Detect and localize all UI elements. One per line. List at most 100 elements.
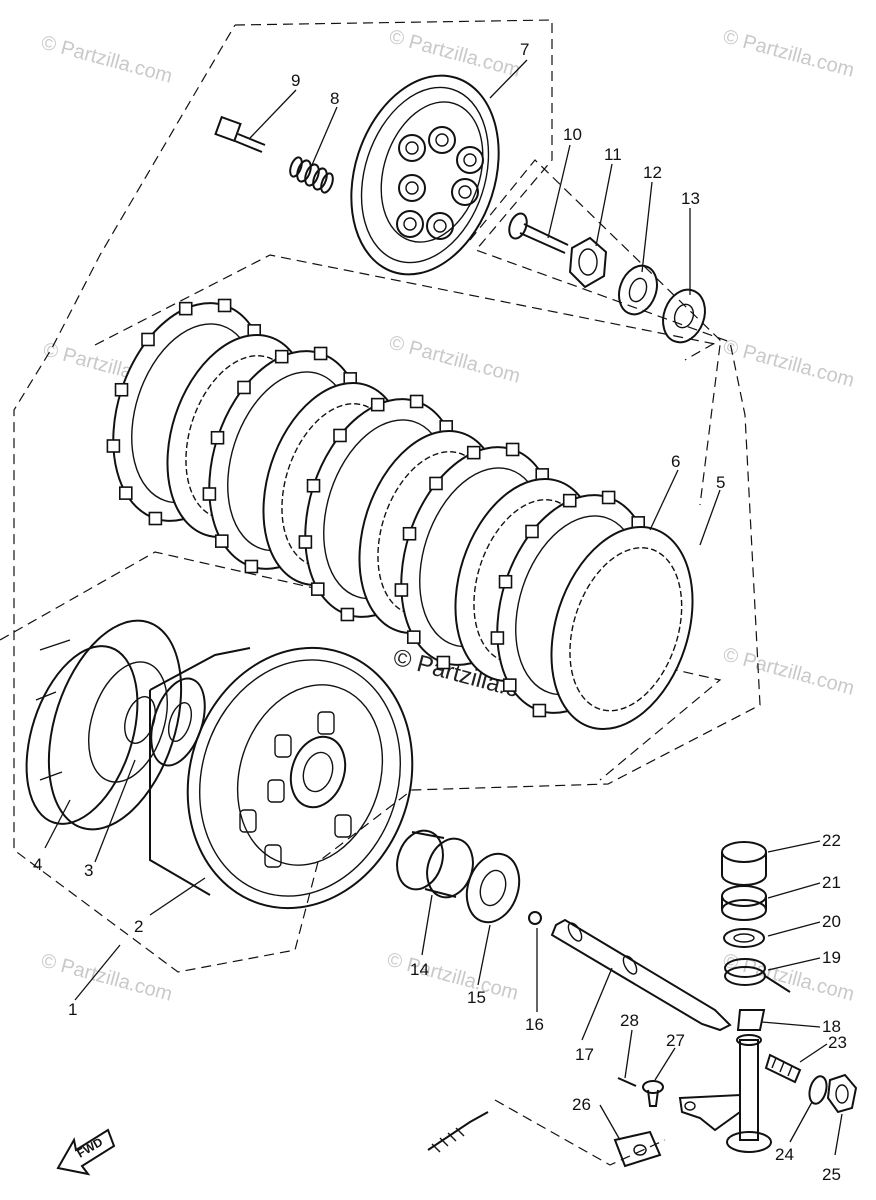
bearing-part-22 <box>721 841 767 886</box>
callout-26: 26 <box>572 1095 591 1114</box>
spring-adjust-bolt <box>427 1111 489 1153</box>
plate-tab <box>333 428 347 443</box>
callout-23: 23 <box>828 1033 847 1052</box>
plate-tab <box>178 301 193 316</box>
callout-14: 14 <box>410 960 429 979</box>
plate-tab <box>502 678 517 692</box>
plate-tab <box>532 703 547 718</box>
plate-tab <box>118 486 133 500</box>
watermark: © Partzilla.com <box>39 950 175 1006</box>
watermark: © Partzilla.com <box>721 26 857 82</box>
plate-tab <box>402 526 417 541</box>
adjust-screw-part-23 <box>764 1053 802 1084</box>
plate-tab <box>436 655 451 670</box>
watermark: © Partzilla.com <box>385 949 521 1005</box>
push-rod-part-10 <box>508 212 569 254</box>
callout-27: 27 <box>666 1031 685 1050</box>
callout-19: 19 <box>822 948 841 967</box>
plate-tab <box>202 487 217 501</box>
callout-20: 20 <box>822 912 841 931</box>
callout-24: 24 <box>775 1145 794 1164</box>
spring-part-19 <box>724 958 791 993</box>
plate-tab <box>340 607 355 622</box>
rivet-part-27 <box>642 1080 664 1107</box>
plate-tab <box>244 559 259 574</box>
callout-11: 11 <box>604 145 622 164</box>
callout-17: 17 <box>575 1045 594 1064</box>
spring-part-8 <box>289 156 334 194</box>
callout-28: 28 <box>620 1011 639 1030</box>
nut-part-11 <box>568 236 608 289</box>
washer-part-15 <box>465 852 521 924</box>
washer-part-13 <box>662 288 706 344</box>
outline-plates <box>94 254 721 506</box>
bolt-part-9 <box>214 115 266 153</box>
callout-4: 4 <box>33 855 42 874</box>
callout-18: 18 <box>822 1017 841 1036</box>
plate-tab <box>525 524 539 539</box>
push-rod-part-17 <box>550 918 732 1032</box>
pin-part-28 <box>617 1077 637 1087</box>
outline-adjuster <box>494 1099 666 1166</box>
plate-tab <box>370 397 385 412</box>
callout-22: 22 <box>822 831 841 850</box>
callout-9: 9 <box>291 71 300 90</box>
watermark: © Partzilla.com <box>387 26 523 82</box>
plate-tab <box>505 442 520 457</box>
plate-tab <box>310 582 325 596</box>
callout-13: 13 <box>681 189 700 208</box>
callout-7: 7 <box>520 40 529 59</box>
plate-tab <box>466 445 481 460</box>
plate-tab <box>237 380 251 395</box>
forward-arrow-icon <box>56 1128 116 1176</box>
plate-tab <box>217 298 232 313</box>
callout-labels: 1 2 3 4 5 6 7 8 9 10 11 12 13 14 15 16 1… <box>33 40 847 1184</box>
plate-tab <box>490 631 505 645</box>
plate-tab <box>429 476 443 491</box>
steel-plate <box>550 526 694 730</box>
outline-pushrod <box>469 159 721 361</box>
plate-tab <box>406 630 421 644</box>
callout-21: 21 <box>822 873 841 892</box>
plate-tab <box>106 439 121 453</box>
watermark: © Partzilla.com <box>721 644 857 700</box>
callout-5: 5 <box>716 473 725 492</box>
washer-part-20 <box>723 928 765 948</box>
plate-tab <box>409 394 424 409</box>
callout-12: 12 <box>643 163 662 182</box>
adjuster-part-26 <box>613 1130 662 1168</box>
lock-washer-part-12 <box>618 264 658 316</box>
callout-15: 15 <box>467 988 486 1007</box>
plate-tab <box>210 430 225 445</box>
callout-3: 3 <box>84 861 93 880</box>
watermark: © Partzilla.com <box>39 32 175 88</box>
clutch-boss-part-4 <box>25 619 183 831</box>
plate-tab <box>394 583 409 597</box>
leader-lines <box>44 59 843 1156</box>
oil-seal-part-21 <box>721 885 767 921</box>
watermark: © Partzilla.com <box>387 332 523 388</box>
plate-tab <box>148 511 163 526</box>
ball-part-16 <box>528 911 542 925</box>
washer-part-24 <box>808 1075 828 1105</box>
clutch-housing-part-2 <box>149 646 414 910</box>
plate-tab <box>274 349 289 364</box>
callout-10: 10 <box>563 125 582 144</box>
callout-1: 1 <box>68 1000 77 1019</box>
plate-tab <box>498 574 513 589</box>
plate-tab <box>298 535 313 549</box>
push-lever-shaft-part-18 <box>678 1009 772 1153</box>
plate-tab <box>562 493 577 508</box>
plate-tab <box>313 346 328 361</box>
watermark: © Partzilla.com <box>721 336 857 392</box>
plate-tab <box>214 534 229 548</box>
nut-part-25 <box>826 1073 858 1114</box>
plate-tab <box>601 490 616 505</box>
callout-16: 16 <box>525 1015 544 1034</box>
pressure-plate-part-7 <box>350 74 500 276</box>
callout-6: 6 <box>671 452 680 471</box>
plate-tab <box>306 478 321 493</box>
forward-arrow: FWD <box>56 1128 116 1176</box>
plate-tab <box>114 382 129 397</box>
callout-2: 2 <box>134 917 143 936</box>
